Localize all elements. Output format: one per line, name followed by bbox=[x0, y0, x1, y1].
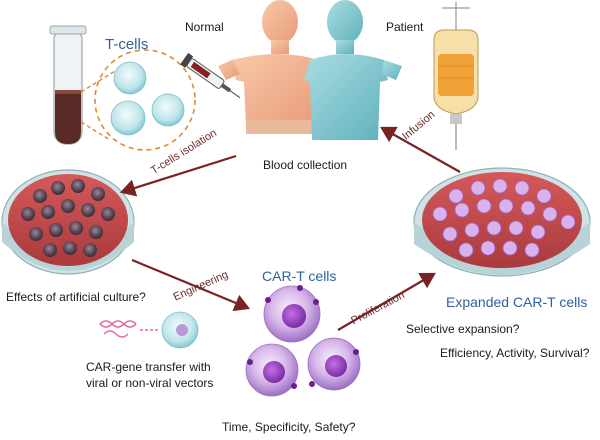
process-arrows bbox=[119, 126, 461, 331]
time-safety-label: Time, Specificity, Safety? bbox=[222, 420, 356, 434]
vector-cell bbox=[161, 311, 199, 349]
expanded-cart-title: Expanded CAR-T cells bbox=[446, 294, 588, 310]
test-tube-icon bbox=[49, 25, 87, 145]
gene-transfer-line2: viral or non-viral vectors bbox=[86, 376, 214, 390]
cart-cells-title: CAR-T cells bbox=[262, 268, 337, 284]
tcell-cluster bbox=[80, 49, 196, 151]
normal-label: Normal bbox=[185, 20, 224, 34]
arrow-isolation bbox=[119, 154, 237, 197]
blood-collection-label: Blood collection bbox=[263, 158, 348, 172]
cart-cell bbox=[263, 285, 321, 343]
arrow-engineering bbox=[131, 258, 251, 312]
tcell bbox=[151, 93, 185, 127]
iv-bag-icon bbox=[433, 2, 479, 150]
cart-cell bbox=[307, 337, 361, 391]
dish-cart-cells bbox=[432, 178, 576, 258]
patient-label: Patient bbox=[386, 20, 424, 34]
selective-expansion-label: Selective expansion? bbox=[406, 322, 520, 336]
tcell bbox=[113, 61, 147, 95]
patient-body-figure bbox=[304, 0, 402, 140]
arrow-proliferation bbox=[337, 272, 436, 331]
culture-dish-right bbox=[413, 167, 591, 277]
syringe-icon bbox=[180, 52, 241, 99]
gene-transfer-line1: CAR-gene transfer with bbox=[86, 360, 211, 374]
dish-cells bbox=[21, 179, 115, 257]
culture-dish-left bbox=[1, 169, 135, 275]
tcell bbox=[110, 100, 146, 136]
dna-strand-icon bbox=[99, 320, 137, 338]
cart-cell bbox=[245, 343, 299, 397]
arrow-infusion bbox=[380, 126, 461, 173]
efficiency-label: Efficiency, Activity, Survival? bbox=[440, 346, 590, 360]
effects-culture-label: Effects of artificial culture? bbox=[6, 290, 146, 304]
normal-body-figure bbox=[218, 0, 322, 134]
tcells-title: T-cells bbox=[105, 36, 149, 53]
